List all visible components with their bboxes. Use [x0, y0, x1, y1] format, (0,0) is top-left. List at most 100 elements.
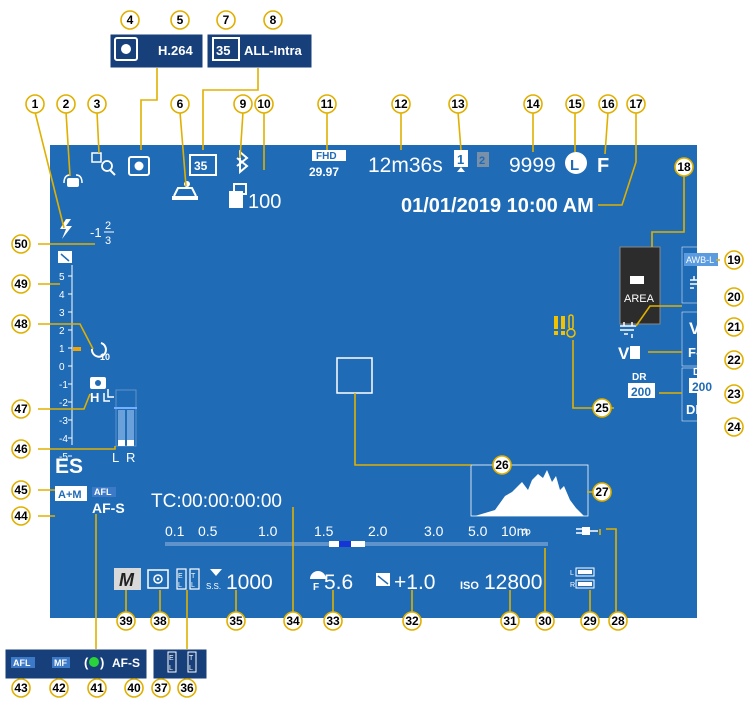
exposure-scale-label: 1 [59, 344, 65, 355]
film-35-text: 35 [194, 159, 208, 173]
callout-number: 39 [119, 614, 133, 628]
callout-circle [402, 611, 422, 631]
callout-number: 14 [526, 97, 540, 111]
callout-number: 28 [611, 614, 625, 628]
af-area-label: AREA [624, 293, 655, 305]
ae-lock-l: L [169, 665, 173, 672]
mic-right-label: R [126, 450, 135, 465]
distance-scale-label: 1.0 [258, 523, 278, 539]
location-icon [172, 181, 198, 200]
callout-circle [11, 678, 31, 698]
distance-scale-label: 10m [501, 523, 528, 539]
film-badge-box [212, 37, 240, 61]
detail-box-af: AFL MF ( ) AF-S [4, 648, 148, 680]
callout-number: 11 [321, 97, 334, 111]
callout-number: 50 [14, 237, 28, 251]
callout-number: 42 [52, 681, 66, 695]
callout-number: 21 [727, 320, 741, 334]
callout-circle [724, 417, 744, 437]
callout-circle [317, 94, 337, 114]
dr-priority: DR-P [686, 402, 718, 417]
image-size-text: L [570, 157, 579, 174]
mic-left-label: L [112, 450, 119, 465]
self-timer-icon: 10 [90, 342, 110, 362]
callout-number: 43 [14, 681, 28, 695]
callout-circle [11, 506, 31, 526]
callout-number: 12 [394, 97, 408, 111]
callout-number: 23 [727, 387, 741, 401]
callout-circle [216, 10, 236, 30]
callout-number: 26 [495, 458, 509, 472]
focus-check-icon [91, 152, 116, 176]
metering-icon [147, 569, 169, 589]
power-supply-icon [576, 527, 598, 535]
callout-number: 25 [595, 401, 609, 415]
exposure-scale-label: -1 [59, 380, 68, 391]
callout-circle [283, 611, 303, 631]
ae-lock-l-screen: L [178, 582, 182, 589]
callout-circle [500, 611, 520, 631]
iso-value: 12800 [484, 571, 542, 594]
callout-number: 17 [629, 97, 643, 111]
callout-circle [608, 611, 628, 631]
callout-number: 16 [601, 97, 615, 111]
callout-number: 31 [503, 614, 517, 628]
callout-number: 7 [223, 13, 230, 27]
exposure-compensation: +1.0 [376, 571, 435, 594]
mic-level-meter: L R [112, 389, 137, 465]
callout-number: 9 [240, 97, 247, 111]
callout-number: 19 [727, 253, 741, 267]
aperture-f-label: F [313, 582, 319, 593]
callout-circle [11, 314, 31, 334]
callout-number: 46 [14, 442, 28, 456]
callout-number: 36 [180, 681, 194, 695]
film-detail-frame [681, 311, 721, 367]
dr-label-screen: DR [632, 372, 647, 383]
af-area-button: AREA [619, 246, 661, 325]
afs-label: AF-S [112, 656, 140, 670]
film-badge-text: 35 [216, 43, 230, 58]
image-size-icon: L [565, 152, 587, 174]
self-timer-seconds: 10 [100, 352, 110, 362]
callout-number: 3 [94, 97, 101, 111]
callout-circle [124, 678, 144, 698]
aperture: F 5.6 [310, 571, 353, 594]
callout-number: 30 [538, 614, 552, 628]
callout-number: 49 [14, 277, 28, 291]
mf-badge-text: MF [54, 658, 67, 668]
callout-number: 33 [326, 614, 340, 628]
callout-number: 44 [14, 509, 28, 523]
callout-circle [263, 10, 283, 30]
exposure-scale-label: 5 [59, 272, 65, 283]
lcd-screen [50, 145, 697, 618]
shutter-speed-value: 1000 [226, 571, 273, 594]
dynamic-range-icon: DR 200 [628, 372, 655, 399]
callout-circle [116, 611, 136, 631]
distance-scale-label: 3.0 [424, 523, 444, 539]
callout-circle [448, 94, 468, 114]
flash-comp-whole: -1 [90, 225, 102, 240]
focus-distance-mark [339, 541, 351, 547]
callout-circle [391, 94, 411, 114]
detail-box-right: 35 ALL-Intra [206, 33, 313, 69]
movie-optimized-icon [114, 37, 138, 61]
dr-value-detail: 200 [692, 380, 712, 394]
exposure-scale-label: 0 [59, 362, 65, 373]
battery-l-label: L [570, 570, 574, 577]
callout-number: 27 [595, 485, 609, 499]
leader-lines [34, 111, 720, 649]
exposure-level-marker [73, 347, 81, 351]
drive-mode-label: H [90, 390, 99, 405]
iso: ISO 12800 [460, 571, 542, 594]
callout-circle [49, 678, 69, 698]
callout-number: 41 [90, 681, 104, 695]
callout-number: 15 [568, 97, 582, 111]
focus-mode-indicator: A+M [55, 486, 87, 501]
white-balance-icon [690, 276, 706, 289]
timecode: TC:00:00:00:00 [151, 491, 282, 512]
callout-number: 6 [177, 97, 184, 111]
exposure-scale-label: 4 [59, 290, 65, 301]
callout-circle [592, 482, 612, 502]
